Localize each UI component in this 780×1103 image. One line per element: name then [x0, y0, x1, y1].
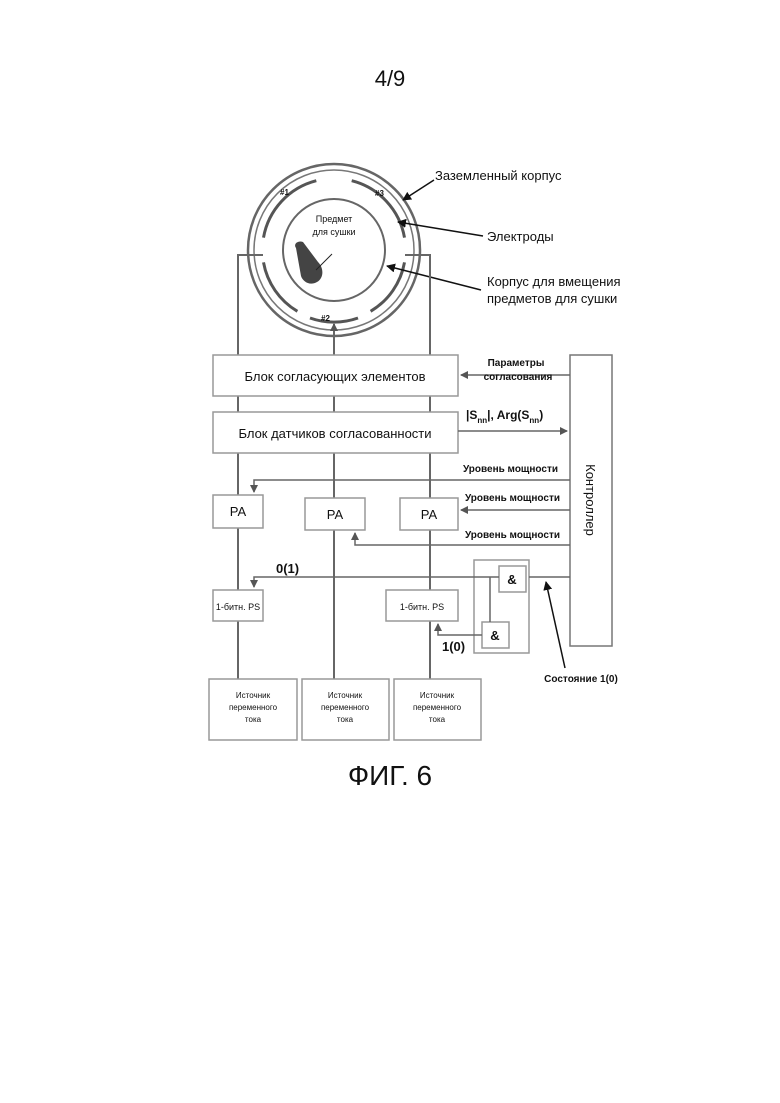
sensors-block-label: Блок датчиков согласованности [238, 426, 431, 441]
grounded-housing-label: Заземленный корпус [435, 168, 562, 183]
drying-item-icon [295, 241, 322, 283]
ac-source-2-line3: тока [337, 715, 354, 724]
ac-source-2-line2: переменного [321, 703, 370, 712]
item-pointer-line [316, 254, 332, 270]
ac-source-3-line1: Источник [420, 691, 455, 700]
power-level-line-1 [254, 480, 570, 492]
container-label-line2: предметов для сушки [487, 291, 617, 306]
grounded-housing-inner-ring [254, 170, 414, 330]
ac-source-2-line1: Источник [328, 691, 363, 700]
s-params-sub-2: nn [529, 416, 539, 425]
s-params-sub-1: nn [477, 416, 487, 425]
figure-caption: ФИГ. 6 [0, 760, 780, 792]
phase-shifter-1-label: 1-битн. PS [216, 602, 260, 612]
electrode-id-1: #1 [280, 188, 289, 197]
and-gate-lower-label: & [490, 628, 499, 643]
bit-label-b: 1(0) [442, 639, 465, 654]
state-label: Состояние 1(0) [544, 674, 618, 685]
ac-source-1-line1: Источник [236, 691, 271, 700]
ac-source-3-line2: переменного [413, 703, 462, 712]
ac-source-1-line2: переменного [229, 703, 278, 712]
electrode-2-arc-bottom [310, 318, 358, 322]
matching-params-label-line2: согласования [484, 372, 553, 383]
power-level-label-2: Уровень мощности [465, 493, 560, 504]
gate-to-ps3-line [438, 624, 482, 635]
controller-label: Контроллер [583, 464, 598, 536]
matching-block-label: Блок согласующих элементов [244, 369, 425, 384]
container-label-line1: Корпус для вмещения [487, 274, 621, 289]
phase-shifter-3-label: 1-битн. PS [400, 602, 444, 612]
s-params-part-b: |, Arg(S [487, 408, 529, 422]
s-params-label: |Snn|, Arg(Snn) [466, 408, 543, 425]
drying-chamber [248, 164, 420, 336]
grounded-housing-outer-ring [248, 164, 420, 336]
ac-source-3-line3: тока [429, 715, 446, 724]
s-params-part-a: |S [466, 408, 477, 422]
and-gate-upper-label: & [507, 572, 516, 587]
electrodes-label: Электроды [487, 229, 554, 244]
item-label-line1: Предмет [316, 214, 353, 224]
power-level-label-3: Уровень мощности [465, 530, 560, 541]
amplifier-3-label: PA [421, 507, 438, 522]
amplifier-1-label: PA [230, 504, 247, 519]
state-to-ps1-line [254, 577, 499, 587]
bit-label-a: 0(1) [276, 561, 299, 576]
electrode-id-2: #2 [321, 314, 330, 323]
s-params-part-c: ) [539, 408, 543, 422]
ac-source-1-line3: тока [245, 715, 262, 724]
amplifier-2-label: PA [327, 507, 344, 522]
state-pointer [546, 582, 565, 668]
grounded-housing-pointer [403, 180, 434, 200]
power-level-label-1: Уровень мощности [463, 464, 558, 475]
matching-params-label-line1: Параметры [488, 358, 545, 369]
electrode-id-3: #3 [375, 189, 384, 198]
item-label-line2: для сушки [312, 227, 355, 237]
